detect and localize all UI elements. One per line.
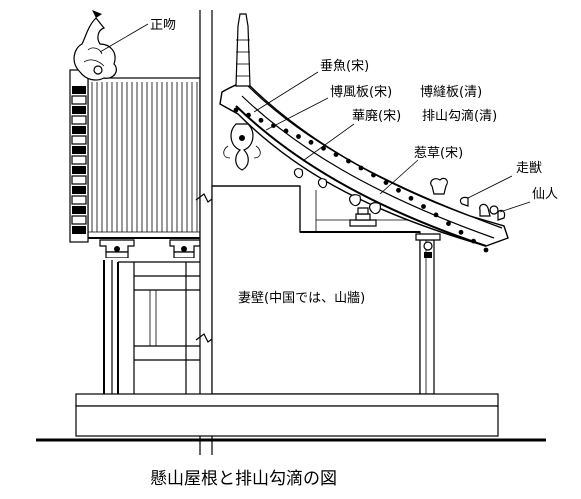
zhengwen-ornament [73, 10, 117, 81]
gable-ridge-post [235, 13, 251, 87]
zoushou-figures [430, 177, 469, 207]
leader-lines [99, 23, 531, 213]
label-bofengban: 博風板(宋) [330, 85, 392, 100]
label-qibi: 妻壁(中国では、山牆) [238, 291, 365, 306]
platform-base [36, 393, 546, 442]
label-bofengban-qing: 博縫板(清) [420, 85, 482, 100]
label-paishan: 排山勾滴(清) [422, 108, 497, 124]
xianren-figure [479, 203, 506, 221]
label-chuiyu: 垂魚(宋) [320, 59, 369, 74]
figure-caption: 懸山屋根と排山勾滴の図 [150, 469, 337, 489]
label-zhengwen: 正吻 [150, 18, 176, 33]
recao-ornaments [293, 168, 381, 215]
label-zoushou: 走獣 [516, 161, 542, 176]
left-bracket-sets [99, 239, 201, 259]
gable-end [211, 185, 441, 395]
label-huafei: 華廃(宋) [352, 108, 401, 124]
label-recao: 惹草(宋) [414, 146, 463, 161]
ridge-end-stack [69, 69, 89, 243]
label-xianren: 仙人 [532, 187, 558, 202]
roof-tiles-elevation [86, 77, 201, 239]
chuiyu-ornament [223, 123, 261, 171]
left-lower-structure [103, 258, 200, 394]
